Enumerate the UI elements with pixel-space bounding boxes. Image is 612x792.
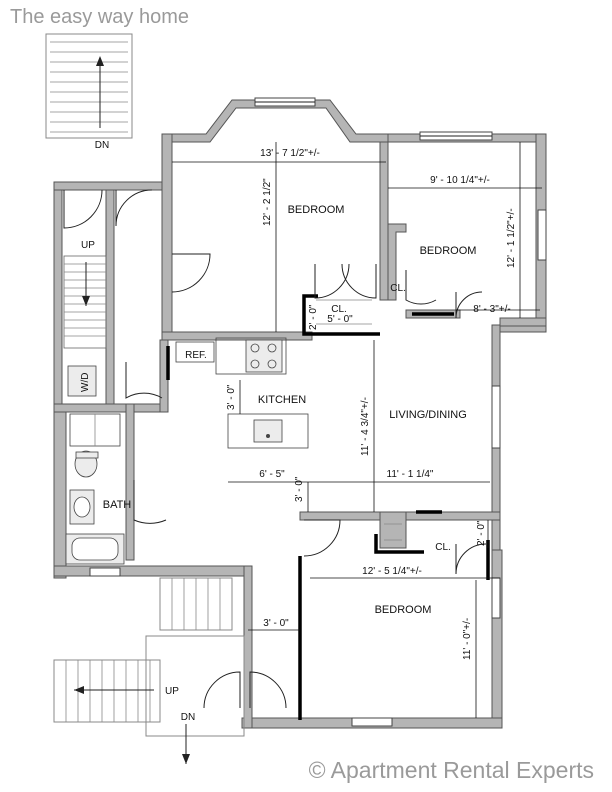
room-label-kitchen: KITCHEN (258, 394, 306, 406)
stair-hall-top (53, 181, 163, 191)
exterior-wall-right-bed3 (491, 549, 503, 729)
dim-bedroom2-width: 9' - 10 1/4"+/- (430, 175, 490, 186)
closet3-wall (379, 511, 407, 549)
bed2-right-bottom (499, 317, 547, 327)
closet-label-1: CL. (331, 304, 347, 315)
exterior-stair-bottom (53, 577, 245, 764)
dim-island: 6' - 5" (259, 469, 285, 480)
dim-bedroom3-width: 12' - 5 1/4"+/- (362, 566, 422, 577)
room-label-bedroom-3: BEDROOM (375, 604, 432, 616)
dim-closet3-depth: 2' - 0" (476, 520, 487, 546)
room-label-bath: BATH (103, 499, 132, 511)
room-label-living-dining: LIVING/DINING (389, 409, 467, 421)
bath-wall-left (53, 403, 67, 579)
closet-shelves (316, 299, 402, 541)
washer-dryer-label: W/D (80, 373, 91, 392)
windows (89, 97, 547, 727)
bath-wall-bottom (53, 565, 253, 577)
dim-kitchen-aisle: 3' - 0" (226, 384, 237, 410)
dim-bedroom3-depth: 11' - 0"+/- (462, 618, 473, 660)
bed2-left-wall (387, 223, 407, 301)
stair-up-label-2: UP (165, 686, 179, 697)
kitchen-fixtures (175, 337, 309, 449)
exterior-stair-top (45, 33, 133, 139)
exterior-wall-left (53, 183, 63, 411)
dim-bedroom1-depth: 12' - 2 1/2" (262, 178, 273, 226)
bath-fixtures (65, 413, 125, 565)
entry-wall-left (243, 565, 253, 729)
stair-down-label-2: DN (181, 712, 195, 723)
dim-closet1-depth: 2' - 0" (308, 304, 319, 330)
brand-tagline: The easy way home (10, 6, 189, 28)
stair-divider (105, 189, 115, 411)
dim-bedroom1-width: 13' - 7 1/2"+/- (260, 148, 320, 159)
dimension-lines (172, 142, 542, 718)
copyright-footer: © Apartment Rental Experts (308, 757, 594, 783)
bath-wall-right (125, 403, 135, 561)
closet-label-2: CL. (390, 283, 406, 294)
exterior-wall-left-bed1 (161, 133, 173, 341)
bed3-top-wall (299, 511, 381, 521)
closet-label-3: CL. (435, 542, 451, 553)
bed1-right-wall (379, 141, 389, 301)
dim-living-depth: 11' - 4 3/4"+/- (360, 397, 371, 456)
bed1-bottom-wall (161, 331, 313, 341)
dim-closet1-width: 5' - 0" (327, 314, 353, 325)
stair-down-label-1: DN (95, 140, 109, 151)
doors (63, 189, 487, 709)
dim-bedroom2-depth: 12' - 1 1/2"+/- (506, 208, 517, 268)
dim-hall-right: 8' - 3"+/- (473, 304, 510, 315)
dim-living-width: 11' - 1 1/4" (387, 469, 434, 480)
washer-dryer (67, 365, 97, 397)
dim-entry: 3' - 0" (263, 618, 289, 629)
refrigerator-label: REF. (185, 350, 207, 361)
stair-up-label-1: UP (81, 240, 95, 251)
room-label-bedroom-1: BEDROOM (288, 204, 345, 216)
bath-wall-top (53, 403, 163, 413)
dim-passage: 3' - 0" (294, 476, 305, 502)
heavy-wall-segments (166, 294, 490, 720)
interior-stair (63, 255, 107, 349)
room-label-bedroom-2: BEDROOM (420, 245, 477, 257)
